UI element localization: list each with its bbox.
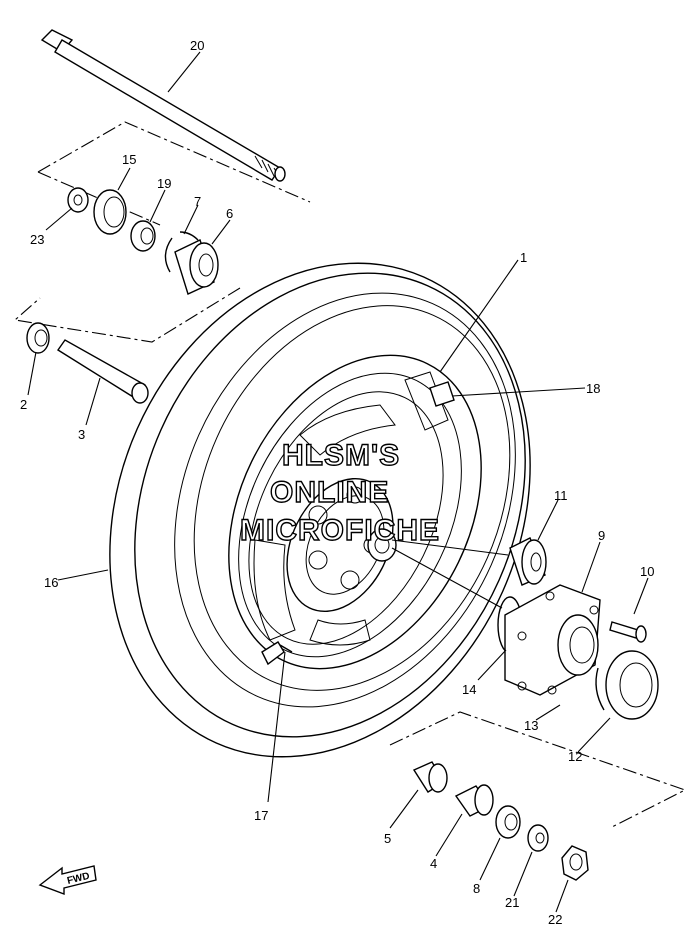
callout-21: 21: [505, 895, 519, 910]
spacer: [57, 339, 149, 404]
washer: [527, 824, 549, 852]
leader-lines: [27, 51, 649, 913]
balance-weight: [429, 381, 455, 407]
fwd-arrow: FWD: [38, 865, 97, 896]
circlip-13: [595, 667, 605, 711]
bolt: [609, 621, 647, 643]
callout-10: 10: [640, 564, 654, 579]
callout-7: 7: [194, 194, 201, 209]
watermark: HLSM'S ONLINE MICROFICHE: [239, 438, 440, 547]
callout-16: 16: [44, 575, 58, 590]
bearing-11: [509, 537, 547, 586]
collar: [67, 187, 89, 213]
clutch-hub: [504, 584, 601, 696]
spacer-4: [454, 784, 494, 817]
callout-14: 14: [462, 682, 476, 697]
fwd-label: FWD: [66, 871, 91, 887]
callout-15: 15: [122, 152, 136, 167]
callout-22: 22: [548, 912, 562, 927]
bearing-6: [174, 239, 219, 295]
callout-5: 5: [384, 831, 391, 846]
callout-13: 13: [524, 718, 538, 733]
callout-20: 20: [190, 38, 204, 53]
callout-12: 12: [568, 749, 582, 764]
oil-seal: [93, 189, 127, 235]
bearing-8: [495, 805, 521, 839]
callout-23: 23: [30, 232, 44, 247]
callout-18: 18: [586, 381, 600, 396]
callout-1: 1: [520, 250, 527, 265]
callout-3: 3: [78, 427, 85, 442]
callout-numbers: 1 2 3 4 5 6 7 8 9 10 11 12 13 14 15 16 1…: [20, 38, 654, 927]
callout-17: 17: [254, 808, 268, 823]
callout-11: 11: [554, 488, 568, 503]
watermark-line3: MICROFICHE: [240, 514, 440, 547]
circlip: [164, 231, 199, 273]
callout-2: 2: [20, 397, 27, 412]
bracket-lower: [389, 711, 687, 829]
axle-nut: [561, 845, 589, 881]
callout-4: 4: [430, 856, 437, 871]
bearing-19: [130, 220, 156, 252]
watermark-line2: ONLINE: [270, 476, 389, 509]
collar-5: [412, 761, 448, 793]
right-oil-seal: [605, 650, 659, 720]
callout-19: 19: [157, 176, 171, 191]
callout-6: 6: [226, 206, 233, 221]
left-oil-seal: [26, 322, 50, 354]
callout-8: 8: [473, 881, 480, 896]
watermark-line1: HLSM'S: [282, 439, 400, 472]
front-axle: [40, 29, 286, 182]
bracket-upper: [13, 121, 311, 343]
tire: [109, 262, 531, 758]
wheel-rim: [228, 354, 482, 670]
callout-9: 9: [598, 528, 605, 543]
